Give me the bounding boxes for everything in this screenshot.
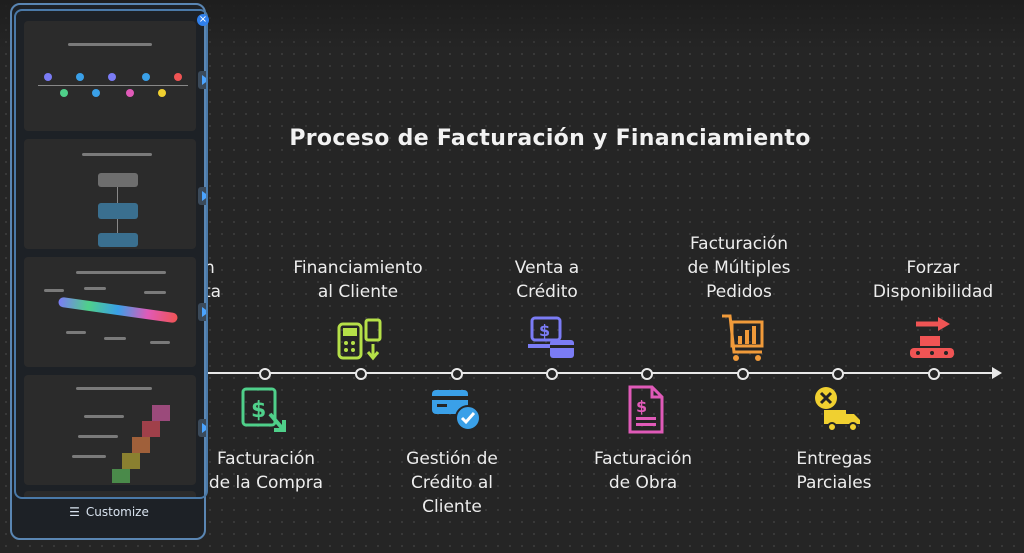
- timeline-dot: [451, 368, 463, 380]
- svg-text:$: $: [539, 321, 550, 340]
- invoice-dollar-icon: $: [241, 387, 286, 432]
- timeline-dot: [355, 368, 367, 380]
- diagram-title: Proceso de Facturación y Financiamiento: [289, 126, 811, 151]
- close-icon[interactable]: ×: [197, 14, 209, 26]
- timeline-dot: [259, 368, 271, 380]
- customize-button[interactable]: ☰Customize: [69, 505, 149, 519]
- timeline-dot: [546, 368, 558, 380]
- document-dollar-icon: $: [628, 385, 664, 434]
- timeline-dot: [928, 368, 940, 380]
- template-thumbnail[interactable]: [24, 491, 196, 497]
- template-thumbnail[interactable]: [24, 139, 196, 249]
- sliders-icon: ☰: [69, 505, 80, 519]
- timeline-arrowhead: [992, 367, 1002, 379]
- svg-text:$: $: [636, 397, 647, 416]
- cart-chart-icon: [722, 314, 764, 361]
- conveyor-arrow-icon: [910, 317, 954, 358]
- timeline-dot: [737, 368, 749, 380]
- template-thumbnail[interactable]: [24, 21, 196, 131]
- laptop-dollar-card-icon: $: [528, 316, 574, 358]
- template-thumbnail[interactable]: [24, 257, 196, 367]
- timeline-dot: [641, 368, 653, 380]
- play-icon[interactable]: [198, 419, 206, 437]
- card-pos-terminal-icon: [337, 318, 382, 361]
- play-icon[interactable]: [198, 71, 206, 89]
- template-list[interactable]: [14, 9, 208, 499]
- truck-cancel-icon: [815, 387, 860, 432]
- template-panel: × ☰Customize: [10, 3, 209, 540]
- timeline-dot: [832, 368, 844, 380]
- credit-card-check-icon: [432, 390, 481, 431]
- template-thumbnail[interactable]: [24, 375, 196, 485]
- partial-label: n ta: [204, 258, 222, 302]
- svg-text:$: $: [251, 398, 266, 423]
- play-icon[interactable]: [198, 303, 206, 321]
- play-icon[interactable]: [198, 187, 206, 205]
- timeline-axis: [206, 372, 996, 374]
